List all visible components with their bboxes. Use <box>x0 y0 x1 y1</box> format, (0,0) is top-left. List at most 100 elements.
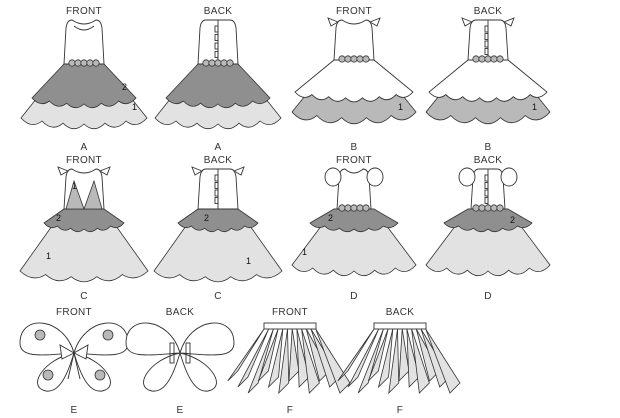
closure-tab <box>484 25 489 33</box>
flutter-sleeve <box>368 17 381 27</box>
tulle-strip <box>257 328 279 382</box>
wing-rosette <box>42 369 54 381</box>
rosette <box>92 59 100 67</box>
view-letter: A <box>80 142 88 153</box>
view-letter: F <box>286 405 294 416</box>
flutter-sleeve <box>57 166 70 176</box>
piece-number: 1 <box>246 256 251 266</box>
tulle-strip <box>337 328 375 382</box>
neckline-trim <box>73 25 95 31</box>
piece-number: 1 <box>46 251 51 261</box>
inner-petal-layer <box>165 63 271 109</box>
view-letter: B <box>350 142 358 153</box>
leaf-bodice-overlay <box>65 179 103 211</box>
right-wing <box>179 322 235 392</box>
view-letter: B <box>484 142 492 153</box>
view-letter: F <box>396 405 404 416</box>
flutter-sleeve <box>502 17 515 27</box>
closure-tab <box>484 33 489 40</box>
tulle-strip <box>267 328 284 389</box>
closure-tab <box>484 40 489 48</box>
closure-tab <box>214 197 219 204</box>
piece-number: 1 <box>302 247 307 257</box>
rosette <box>496 204 504 212</box>
flutter-sleeve <box>327 17 340 27</box>
tulle-strip <box>357 328 384 394</box>
tulle-strip <box>288 328 300 383</box>
piece-number: 1 <box>72 181 77 191</box>
puff-sleeve <box>500 167 518 187</box>
closure-tab <box>214 34 219 41</box>
waistband <box>373 322 427 330</box>
rosette <box>362 55 370 63</box>
bodice-shape <box>63 19 105 65</box>
view-label: BACK <box>385 307 415 318</box>
view-letter: E <box>70 405 78 416</box>
closure-tab <box>214 182 219 189</box>
tulle-strip <box>388 328 400 395</box>
closure-tab <box>214 174 219 182</box>
tulle-strip <box>296 328 310 388</box>
tulle-strip <box>247 328 274 394</box>
ribbon-bow <box>59 344 89 380</box>
closure-tab <box>484 48 489 55</box>
garment-petal-back <box>154 19 282 130</box>
view-label: BACK <box>165 307 195 318</box>
flutter-sleeve <box>232 166 245 176</box>
closure-tab <box>214 42 219 50</box>
garment-leaf-back <box>153 166 283 283</box>
piece-number: 1 <box>132 102 137 112</box>
puff-sleeve <box>324 167 342 187</box>
closure-tab <box>214 51 219 58</box>
garment-tutu <box>227 322 351 395</box>
view-label: BACK <box>473 6 503 17</box>
wing-rosette <box>94 369 106 381</box>
view-letter: E <box>176 405 184 416</box>
piece-number: 2 <box>204 213 209 223</box>
garment-white-skirt-back <box>425 17 551 125</box>
view-letter: C <box>214 291 222 302</box>
tulle-strip <box>398 328 410 383</box>
tulle-strip <box>347 328 380 388</box>
tulle-strip <box>425 328 461 394</box>
leaf-peplum <box>177 208 259 233</box>
closure-tab <box>484 174 489 182</box>
puff-sleeve <box>366 167 384 187</box>
garment-tutu <box>337 322 461 395</box>
inner-petal-layer <box>31 63 137 109</box>
piece-number: 1 <box>532 102 537 112</box>
garment-puff-back <box>425 167 551 277</box>
tulle-strip <box>377 328 394 389</box>
view-label: BACK <box>203 155 233 166</box>
garment-leaf <box>19 166 149 283</box>
view-label: FRONT <box>272 307 308 318</box>
flutter-sleeve <box>191 166 204 176</box>
waistband <box>263 322 317 330</box>
elastic-strap <box>169 342 175 364</box>
tulle-strip <box>227 328 265 382</box>
flutter-sleeve <box>98 166 111 176</box>
piece-number: 2 <box>122 82 127 92</box>
view-label: FRONT <box>336 6 372 17</box>
view-label: FRONT <box>56 307 92 318</box>
piece-number: 2 <box>510 215 515 225</box>
garment-wings-back <box>125 322 235 392</box>
piece-number: 2 <box>56 213 61 223</box>
closure-tab <box>484 197 489 204</box>
view-label: FRONT <box>66 6 102 17</box>
white-overskirt <box>294 59 414 103</box>
view-letter: D <box>484 291 492 302</box>
wing-rosette <box>102 329 114 341</box>
